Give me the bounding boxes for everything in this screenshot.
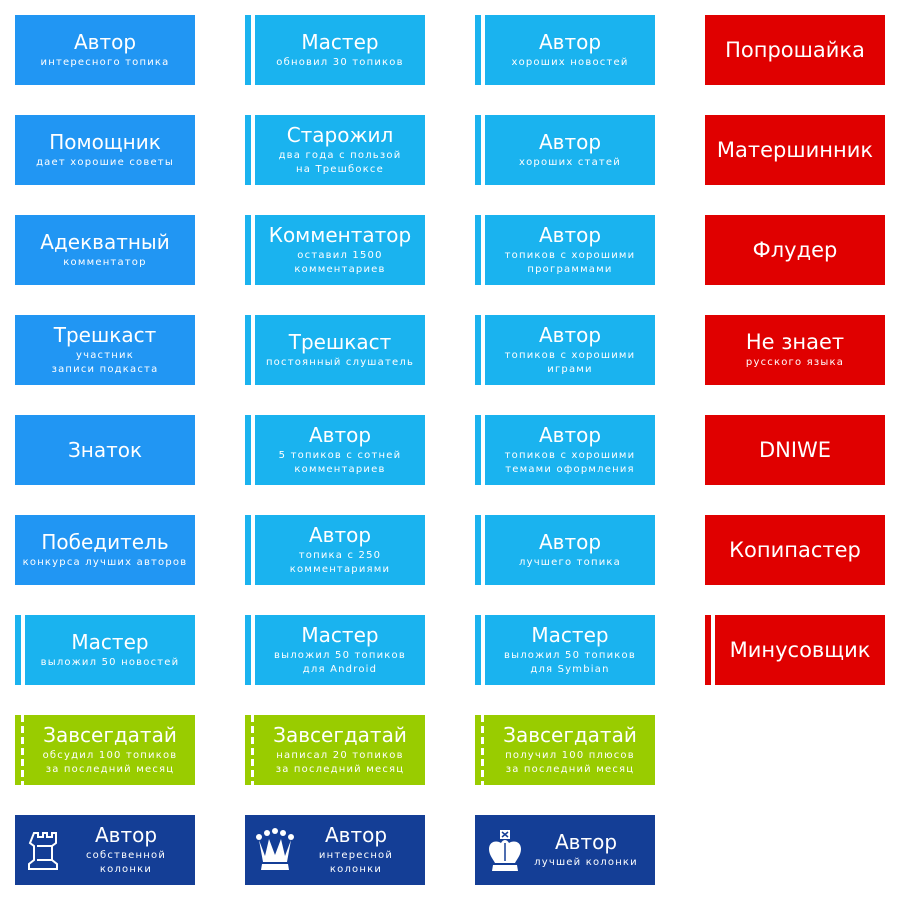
badge-title: Не знает bbox=[745, 330, 845, 354]
badge-title: Автор bbox=[554, 830, 618, 854]
badge-subtitle: русского языка bbox=[745, 357, 845, 368]
badge-title: Автор bbox=[538, 530, 602, 554]
badge-title: Завсегдатай bbox=[273, 723, 407, 747]
badge-subtitle: дает хорошие советы bbox=[36, 157, 174, 168]
badge-author-good-programs: Автор топиков с хорошими программами bbox=[475, 215, 655, 285]
badge-title: Автор bbox=[538, 423, 602, 447]
badge-author-interesting-topic: Автор интересного топика bbox=[15, 15, 195, 85]
badge-subtitle: выложил 50 топиков для Android bbox=[274, 650, 406, 675]
badge-grid: Автор интересного топика Мастер обновил … bbox=[15, 15, 885, 885]
badge-expert: Знаток bbox=[15, 415, 195, 485]
badge-author-good-games: Автор топиков с хорошими играми bbox=[475, 315, 655, 385]
chess-king-icon bbox=[489, 830, 521, 871]
badge-author-topic-250-comments: Автор топика с 250 комментариями bbox=[245, 515, 425, 585]
badge-subtitle: топиков с хорошими программами bbox=[504, 250, 636, 275]
badge-title: Мастер bbox=[71, 630, 149, 654]
badge-title: Завсегдатай bbox=[43, 723, 177, 747]
badge-author-own-column: Автор собственной колонки bbox=[15, 815, 195, 885]
badge-title: Автор bbox=[538, 30, 602, 54]
badge-title: Старожил bbox=[286, 123, 394, 147]
badge-subtitle: обсудил 100 топиков за последний месяц bbox=[42, 750, 178, 775]
badge-master-50-android: Мастер выложил 50 топиков для Android bbox=[245, 615, 425, 685]
badge-old-timer: Старожил два года с пользой на Трешбоксе bbox=[245, 115, 425, 185]
badge-subtitle: топиков с хорошими играми bbox=[504, 350, 636, 375]
badge-master-50-news: Мастер выложил 50 новостей bbox=[15, 615, 195, 685]
badge-title: Трешкаст bbox=[288, 330, 392, 354]
badge-title: Матершинник bbox=[716, 138, 874, 162]
badge-regular-discussed-100: Завсегдатай обсудил 100 топиков за после… bbox=[15, 715, 195, 785]
badge-title: Мастер bbox=[301, 30, 379, 54]
badge-subtitle: 5 топиков с сотней комментариев bbox=[278, 450, 402, 475]
badge-title: Автор bbox=[324, 823, 388, 847]
badge-subtitle: два года с пользой на Трешбоксе bbox=[278, 150, 402, 175]
badge-copypaster: Копипастер bbox=[705, 515, 885, 585]
badge-title: Минусовщик bbox=[729, 638, 871, 662]
badge-trashcast-listener: Трешкаст постоянный слушатель bbox=[245, 315, 425, 385]
badge-subtitle: интересной колонки bbox=[318, 850, 394, 875]
badge-subtitle: лучшего топика bbox=[518, 557, 622, 568]
badge-title: Автор bbox=[308, 423, 372, 447]
badge-title: Завсегдатай bbox=[503, 723, 637, 747]
badge-subtitle: топика с 250 комментариями bbox=[289, 550, 391, 575]
badge-subtitle: получил 100 плюсов за последний месяц bbox=[505, 750, 635, 775]
chess-rook-icon bbox=[28, 832, 58, 870]
badge-subtitle: выложил 50 новостей bbox=[40, 657, 180, 668]
badge-author-best-column: Автор лучшей колонки bbox=[475, 815, 655, 885]
badge-beggar: Попрошайка bbox=[705, 15, 885, 85]
badge-author-5-topics-100-comments: Автор 5 топиков с сотней комментариев bbox=[245, 415, 425, 485]
badge-title: DNIWE bbox=[758, 438, 832, 462]
badge-downvoter: Минусовщик bbox=[705, 615, 885, 685]
badge-bad-russian: Не знает русского языка bbox=[705, 315, 885, 385]
badge-subtitle: участник записи подкаста bbox=[51, 350, 159, 375]
badge-title: Автор bbox=[94, 823, 158, 847]
badge-title: Автор bbox=[73, 30, 137, 54]
badge-helper: Помощник дает хорошие советы bbox=[15, 115, 195, 185]
chess-queen-icon bbox=[256, 828, 294, 870]
badge-subtitle: лучшей колонки bbox=[534, 857, 638, 868]
badge-author-good-themes: Автор топиков с хорошими темами оформлен… bbox=[475, 415, 655, 485]
badge-author-best-topic: Автор лучшего топика bbox=[475, 515, 655, 585]
badge-title: Мастер bbox=[531, 623, 609, 647]
badge-title: Знаток bbox=[67, 438, 143, 462]
badge-subtitle: хороших новостей bbox=[511, 57, 629, 68]
badge-title: Трешкаст bbox=[53, 323, 157, 347]
badge-title: Адекватный bbox=[40, 230, 170, 254]
badge-author-good-news: Автор хороших новостей bbox=[475, 15, 655, 85]
badge-title: Автор bbox=[308, 523, 372, 547]
badge-subtitle: написал 20 топиков за последний месяц bbox=[275, 750, 405, 775]
badge-subtitle: конкурса лучших авторов bbox=[22, 557, 188, 568]
badge-regular-100-pluses: Завсегдатай получил 100 плюсов за послед… bbox=[475, 715, 655, 785]
badge-title: Попрошайка bbox=[725, 38, 865, 62]
badge-title: Автор bbox=[538, 323, 602, 347]
badge-master-50-symbian: Мастер выложил 50 топиков для Symbian bbox=[475, 615, 655, 685]
badge-trashcast-participant: Трешкаст участник записи подкаста bbox=[15, 315, 195, 385]
badge-subtitle: комментатор bbox=[63, 257, 147, 268]
badge-adequate-commenter: Адекватный комментатор bbox=[15, 215, 195, 285]
badge-title: Автор bbox=[538, 223, 602, 247]
badge-flooder: Флудер bbox=[705, 215, 885, 285]
badge-title: Автор bbox=[538, 130, 602, 154]
badge-subtitle: выложил 50 топиков для Symbian bbox=[504, 650, 636, 675]
badge-title: Копипастер bbox=[729, 538, 861, 562]
badge-author-interesting-column: Автор интересной колонки bbox=[245, 815, 425, 885]
badge-subtitle: обновил 30 топиков bbox=[276, 57, 404, 68]
badge-title: Комментатор bbox=[268, 223, 412, 247]
badge-author-good-articles: Автор хороших статей bbox=[475, 115, 655, 185]
badge-regular-wrote-20: Завсегдатай написал 20 топиков за послед… bbox=[245, 715, 425, 785]
badge-title: Победитель bbox=[41, 530, 169, 554]
badge-dniwe: DNIWE bbox=[705, 415, 885, 485]
badge-subtitle: оставил 1500 комментариев bbox=[294, 250, 386, 275]
badge-title: Флудер bbox=[752, 238, 838, 262]
badge-subtitle: интересного топика bbox=[40, 57, 170, 68]
badge-subtitle: постоянный слушатель bbox=[265, 357, 415, 368]
badge-title: Мастер bbox=[301, 623, 379, 647]
badge-title: Помощник bbox=[49, 130, 161, 154]
badge-subtitle: собственной колонки bbox=[85, 850, 167, 875]
badge-contest-winner: Победитель конкурса лучших авторов bbox=[15, 515, 195, 585]
badge-subtitle: топиков с хорошими темами оформления bbox=[504, 450, 636, 475]
badge-swearer: Матершинник bbox=[705, 115, 885, 185]
badge-commenter-1500: Комментатор оставил 1500 комментариев bbox=[245, 215, 425, 285]
badge-subtitle: хороших статей bbox=[519, 157, 621, 168]
badge-master-30-topics: Мастер обновил 30 топиков bbox=[245, 15, 425, 85]
